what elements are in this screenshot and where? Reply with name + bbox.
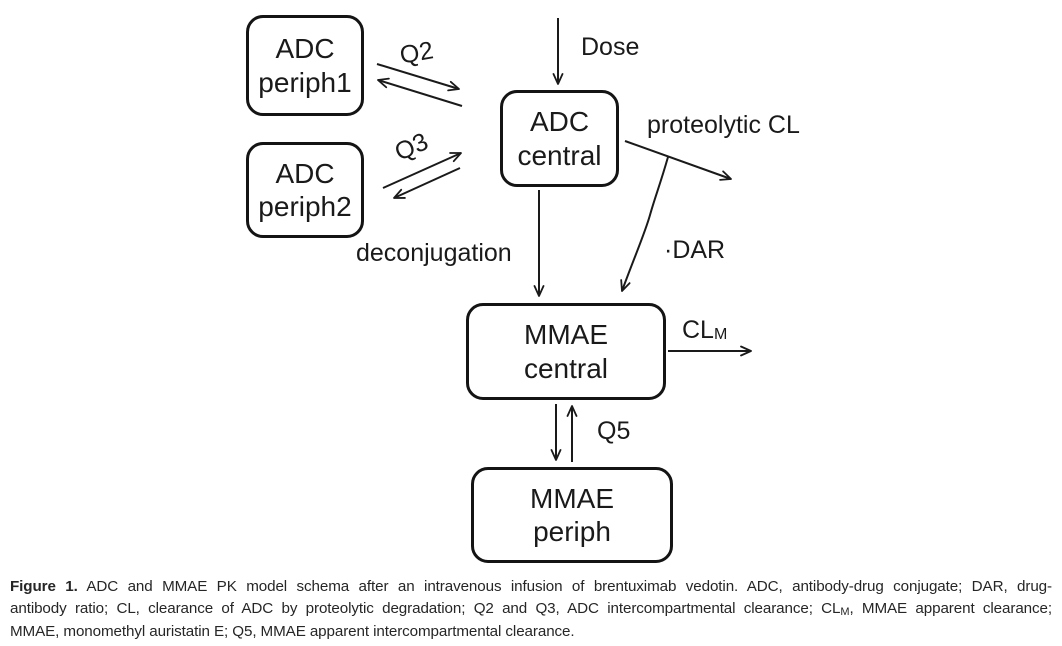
label-clm-subscript: M [713,326,728,343]
figure-caption: Figure 1. ADC and MMAE PK model schema a… [10,576,1052,643]
caption-line-2-subscript: M [840,606,850,618]
caption-line-2-pre: antibody ratio; CL, clearance of ADC by … [10,600,841,617]
arrow-q2-back [377,77,463,107]
node-adc-periph1: ADC periph1 [246,15,364,116]
node-mmae-periph-line2: periph [533,516,611,547]
label-clm: CLM [682,316,727,345]
node-adc-central-line2: central [517,139,602,171]
caption-line-1-text: ADC and MMAE PK model schema after an in… [77,578,1052,595]
arrow-q3-out [382,152,462,189]
label-proteolytic-cl: proteolytic CL [647,111,800,139]
node-mmae-central: MMAE central [466,303,666,400]
label-q2: Q2 [397,36,436,70]
caption-line-3: MMAE, monomethyl auristatin E; Q5, MMAE … [10,623,575,640]
caption-line-2-post: , MMAE apparent clearance; [849,600,1052,617]
label-q5: Q5 [597,417,631,445]
caption-line-2: antibody ratio; CL, clearance of ADC by … [10,598,1052,621]
node-mmae-periph-line1: MMAE [530,482,614,514]
arrow-proteolytic-cl [624,140,732,181]
node-adc-periph2-line1: ADC [275,157,335,189]
node-adc-periph2-line2: periph2 [258,191,352,222]
node-mmae-periph: MMAE periph [471,467,673,563]
label-clm-base: CL [682,316,714,344]
node-adc-periph2: ADC periph2 [246,142,364,238]
label-dar: ·DAR [664,236,726,264]
caption-line-1: Figure 1. ADC and MMAE PK model schema a… [10,576,1052,598]
node-adc-central: ADC central [500,90,619,187]
node-adc-central-line1: ADC [529,106,590,138]
node-mmae-central-line2: central [523,352,609,384]
node-mmae-central-line1: MMAE [524,319,608,351]
node-adc-periph1-line2: periph1 [258,66,352,98]
arrow-dar-curve [620,156,669,292]
label-deconjugation: deconjugation [356,239,512,267]
arrow-q2-out [376,63,460,92]
node-adc-periph1-line1: ADC [275,33,335,65]
caption-figure-number: Figure 1. [10,578,78,595]
arrow-q3-back [393,167,461,199]
label-dose: Dose [581,33,640,61]
